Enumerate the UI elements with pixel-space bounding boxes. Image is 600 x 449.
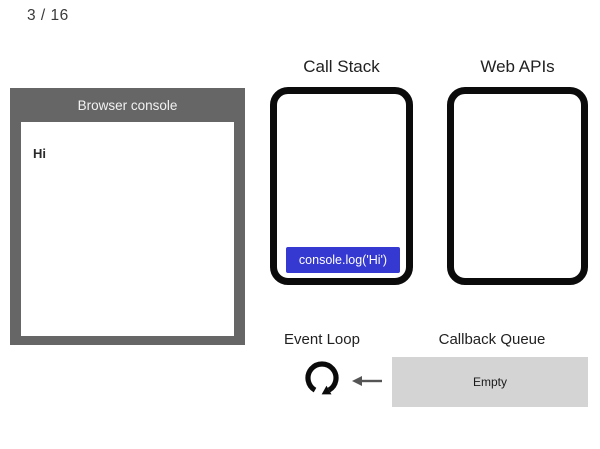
browser-console-panel: Browser console Hi [10, 88, 245, 345]
browser-console-title: Browser console [77, 97, 178, 113]
console-output: Hi [21, 122, 234, 336]
event-loop-clockwise-arrow-icon [305, 361, 339, 395]
event-loop-label: Event Loop [284, 331, 360, 348]
callback-queue-label: Callback Queue [438, 331, 546, 348]
console-log-line: Hi [33, 146, 46, 161]
web-apis-label: Web APIs [480, 57, 555, 76]
stack-frame-console-log: console.log('Hi') [286, 247, 400, 273]
call-stack-label: Call Stack [303, 57, 380, 76]
left-arrow-icon [352, 376, 382, 386]
callback-queue-status: Empty [472, 375, 507, 389]
slide-counter: 3 / 16 [27, 7, 69, 24]
callback-queue-box: Empty [392, 357, 588, 407]
web-apis-box [447, 87, 588, 285]
